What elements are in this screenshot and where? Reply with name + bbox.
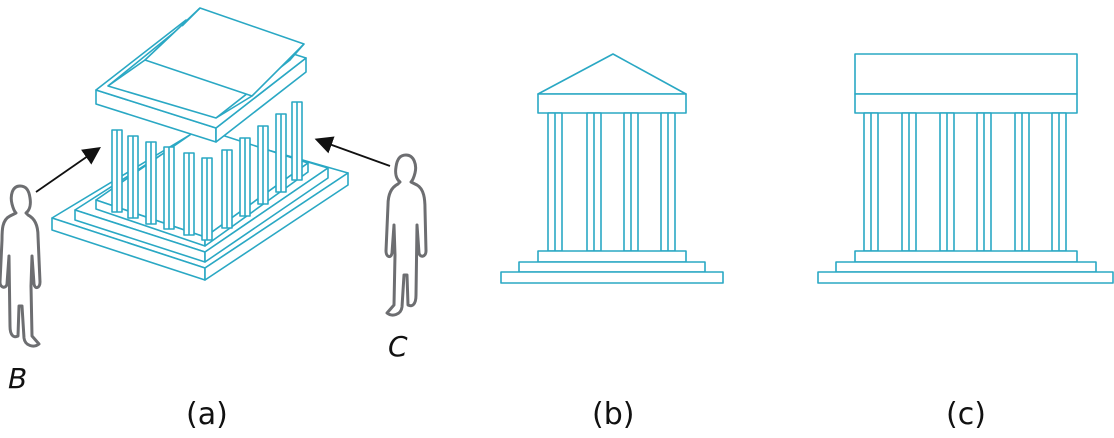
step-middle-side [835,261,1097,273]
viewer-c-arrow [314,136,391,167]
temple-roof [95,7,307,143]
front-view-temple [500,53,724,284]
panel-a-label: (a) [186,397,228,432]
step-bottom-side [817,271,1114,284]
roof-side [854,53,1078,95]
side-view-temple [817,53,1114,284]
person-c-icon [384,153,428,317]
panel-c-label: (c) [946,397,986,432]
entablature-side [854,93,1078,114]
entablature [537,93,687,114]
viewer-b-arrow [35,146,101,193]
viewer-b-label: B [8,362,27,395]
side-columns [863,112,1067,252]
front-columns [547,112,676,252]
step-top-side [854,250,1078,263]
panel-b-label: (b) [592,397,634,432]
temple-columns [111,101,303,241]
isometric-temple [51,7,349,281]
person-b-icon [0,184,42,348]
step-bottom [500,271,724,284]
step-middle [518,261,706,273]
step-top [537,250,687,263]
pediment [537,53,687,95]
viewer-c-label: C [388,330,408,363]
